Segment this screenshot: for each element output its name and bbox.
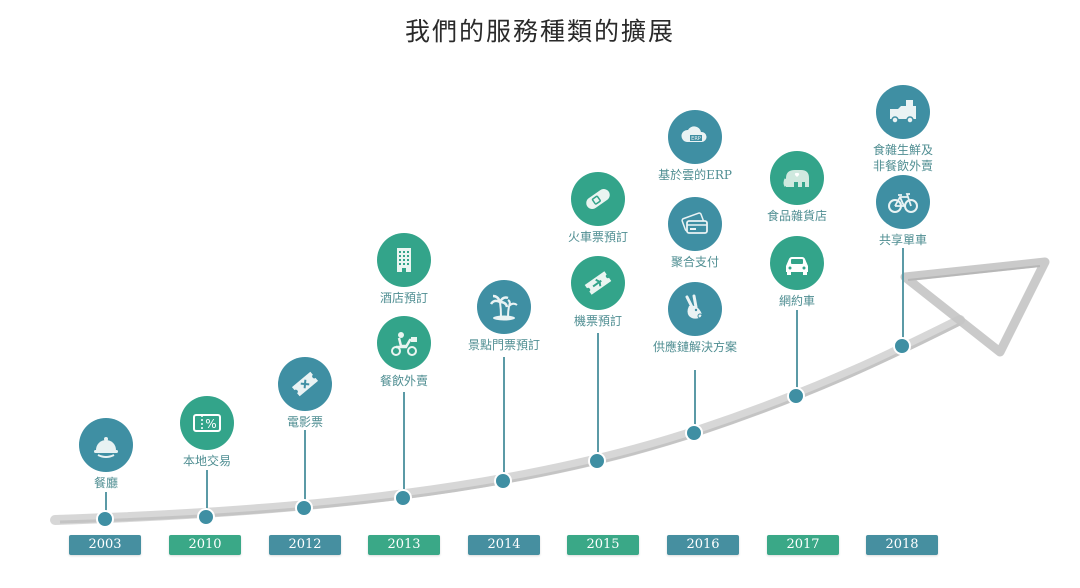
movie-ticket-icon [278, 357, 332, 411]
service-attraction-tickets: 景點門票預訂 [444, 280, 564, 353]
year-badge-2013: 2013 [368, 535, 440, 555]
stem-line [796, 310, 798, 390]
payment-card-icon [668, 197, 722, 251]
service-label: 食品雜貨店 [766, 209, 827, 223]
kangaroo-icon [668, 282, 722, 336]
year-badge-2017: 2017 [767, 535, 839, 555]
timeline-dot [295, 499, 313, 517]
service-food-delivery: 餐飲外賣 [344, 316, 464, 389]
service-supply-chain: 供應鏈解決方案 [635, 282, 755, 355]
service-hotel-booking: 酒店預訂 [344, 233, 464, 306]
train-ticket-icon [571, 172, 625, 226]
service-cloud-erp: ERP 基於雲的ERP [635, 110, 755, 183]
bicycle-icon [876, 175, 930, 229]
service-label: 機票預訂 [573, 314, 622, 328]
svg-text:ERP: ERP [691, 136, 701, 142]
service-label: 食雜生鮮及非餐飲外賣 [872, 143, 933, 173]
stem-line [503, 357, 505, 475]
service-movie-tickets: 電影票 [245, 357, 365, 430]
service-bike-sharing: 共享單車 [843, 175, 963, 248]
year-badge-2010: 2010 [169, 535, 241, 555]
service-label: 共享單車 [878, 233, 927, 247]
year-badge-2003: 2003 [69, 535, 141, 555]
timeline-dot [893, 337, 911, 355]
service-restaurant: 餐廳 [46, 418, 166, 491]
service-fresh-grocery-delivery: 食雜生鮮及非餐飲外賣 [843, 85, 963, 174]
service-label: 基於雲的ERP [658, 168, 732, 182]
elephant-grocery-icon [770, 151, 824, 205]
stem-line [403, 392, 405, 490]
timeline-dot [685, 424, 703, 442]
stem-line [105, 492, 107, 514]
timeline-dot [494, 472, 512, 490]
car-icon [770, 236, 824, 290]
timeline-dot [588, 452, 606, 470]
service-label: 景點門票預訂 [467, 338, 540, 352]
year-badge-2014: 2014 [468, 535, 540, 555]
flight-ticket-icon [571, 256, 625, 310]
service-label: 聚合支付 [670, 255, 719, 269]
service-train-tickets: 火車票預訂 [538, 172, 658, 245]
service-label: 酒店預訂 [379, 291, 428, 305]
delivery-truck-icon [876, 85, 930, 139]
svg-text:%: % [205, 417, 216, 431]
delivery-scooter-icon [377, 316, 431, 370]
service-label: 火車票預訂 [567, 230, 628, 244]
stem-line [694, 370, 696, 428]
discount-coupon-icon: % [180, 396, 234, 450]
cloud-erp-icon: ERP [668, 110, 722, 164]
page-title: 我們的服務種類的擴展 [404, 17, 675, 46]
year-badge-2016: 2016 [667, 535, 739, 555]
timeline-dot [394, 489, 412, 507]
year-badge-2018: 2018 [866, 535, 938, 555]
stem-line [902, 248, 904, 340]
year-badge-2015: 2015 [567, 535, 639, 555]
service-label: 供應鏈解決方案 [652, 340, 737, 354]
service-label: 網約車 [778, 294, 815, 308]
service-label: 餐飲外賣 [379, 374, 428, 388]
service-ride-hailing: 網約車 [737, 236, 857, 309]
hotel-building-icon [377, 233, 431, 287]
stem-line [304, 430, 306, 500]
timeline-dot [787, 387, 805, 405]
timeline-dot [197, 508, 215, 526]
service-label: 本地交易 [182, 454, 231, 468]
service-local-deals: % 本地交易 [147, 396, 267, 469]
service-flight-tickets: 機票預訂 [538, 256, 658, 329]
stem-line [597, 333, 599, 455]
timeline-dot [96, 510, 114, 528]
year-badge-2012: 2012 [269, 535, 341, 555]
stem-line [206, 470, 208, 512]
palm-tree-icon [477, 280, 531, 334]
service-label: 電影票 [286, 415, 323, 429]
dining-cloche-icon [79, 418, 133, 472]
service-grocery-store: 食品雜貨店 [737, 151, 857, 224]
service-label: 餐廳 [93, 476, 118, 490]
service-aggregated-payment: 聚合支付 [635, 197, 755, 270]
